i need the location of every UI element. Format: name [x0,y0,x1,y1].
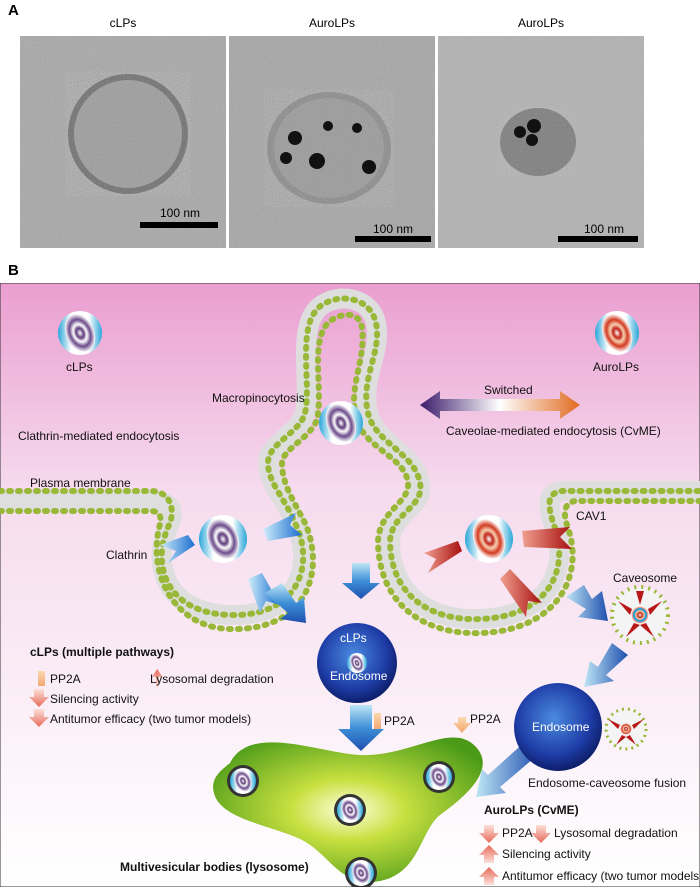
scale-label-1: 100 nm [160,206,201,220]
scale-label-3: 100 nm [584,222,625,236]
aurolps-pp2a-indicator [479,825,499,843]
tem-title-aurolps-1: AuroLPs [308,16,356,30]
plasma-membrane-shape [0,288,700,637]
multivesicular-bodies-label: Multivesicular bodies (lysosome) [120,860,309,874]
endosome-caveosome-fusion-label: Endosome-caveosome fusion [528,776,687,790]
clps-silencing-indicator [29,689,49,707]
endocytosis-diagram: cLPs AuroLPs Macropinocytosis Switched C… [0,282,700,889]
arrow-to-caveosome [566,585,608,621]
aurolps-particle-legend [595,311,639,355]
scale-bar-1 [140,222,218,228]
tem-image-aurolps-1: 100 nm [229,36,435,248]
pp2a-center-bar [374,713,381,729]
aurolps-particle-caveolae [465,515,513,563]
pp2a-center-label: PP2A [384,714,415,728]
endosome-right-label: Endosome [532,720,590,734]
aurolps-lysosomal-indicator [531,825,551,843]
aurolps-silencing-indicator [479,845,499,863]
aurolps-antitumor-text: Antitumor efficacy (two tumor models) [502,869,700,883]
caveosome-label: Caveosome [613,571,678,585]
plasma-membrane-label: Plasma membrane [30,476,131,490]
pp2a-right-label: PP2A [470,712,501,726]
aurolps-legend-label: AuroLPs [593,360,640,374]
endocytosis-diagram-svg [0,282,700,889]
clathrin-label: Clathrin [106,548,148,562]
caveolae-mediated-label: Caveolae-mediated endocytosis (CvME) [446,424,661,438]
endosome-right [514,683,602,771]
aurolps-summary-title: AuroLPs (CvME) [484,803,579,817]
clps-antitumor-text: Antitumor efficacy (two tumor models) [50,712,252,726]
tem-title-clps: cLPs [109,16,137,30]
aurolps-lysosomal-text: Lysosomal degradation [554,826,678,840]
clps-lysosomal-text: Lysosomal degradation [150,672,274,686]
clps-particle-macropinocytosis [319,401,363,445]
macropinocytosis-label: Macropinocytosis [212,391,305,405]
clps-particle-clathrin-pit [199,515,247,563]
clps-summary-title: cLPs (multiple pathways) [30,645,175,659]
cav1-label: CAV1 [576,509,607,523]
arrow-caveosome-to-endosome [584,643,628,687]
clps-pp2a-text: PP2A [50,672,81,686]
panel-a-letter: A [8,2,19,19]
aurolps-pp2a-text: PP2A [502,826,533,840]
scale-bar-3 [558,236,638,242]
clps-lysosomal-indicator [152,669,163,688]
clps-particle-legend [58,311,102,355]
endosome-left [317,623,397,703]
clps-legend-label: cLPs [66,360,93,374]
tem-image-aurolps-2: 100 nm [438,36,644,248]
multivesicular-body [213,737,483,889]
pp2a-right-down-arrow [453,717,471,733]
endosome-left-label: Endosome [330,669,388,683]
switched-label: Switched [484,383,533,397]
aurolps-silencing-text: Silencing activity [502,847,591,861]
fusing-caveosome [604,707,648,751]
tem-title-aurolps-2: AuroLPs [517,16,565,30]
clps-antitumor-indicator [29,709,49,727]
clps-silencing-text: Silencing activity [50,692,139,706]
arrow-endosome-to-mvb [338,705,384,751]
cav1-spikes [424,527,572,617]
clathrin-mediated-label: Clathrin-mediated endocytosis [18,429,180,443]
arrow-macropinocytosis-down [342,563,380,599]
clps-pp2a-indicator [38,671,45,686]
aurolps-antitumor-indicator [479,867,499,885]
clathrin-spikes [160,513,302,613]
scale-label-2: 100 nm [373,222,414,236]
switched-arrow [420,391,580,419]
tem-image-clps: 100 nm [20,36,226,248]
arrow-clathrin-to-endosome [265,583,306,623]
panel-b-letter: B [8,262,19,279]
scale-bar-2 [355,236,431,242]
endosome-clps-label: cLPs [340,631,367,645]
caveosome-vesicle [610,585,670,645]
